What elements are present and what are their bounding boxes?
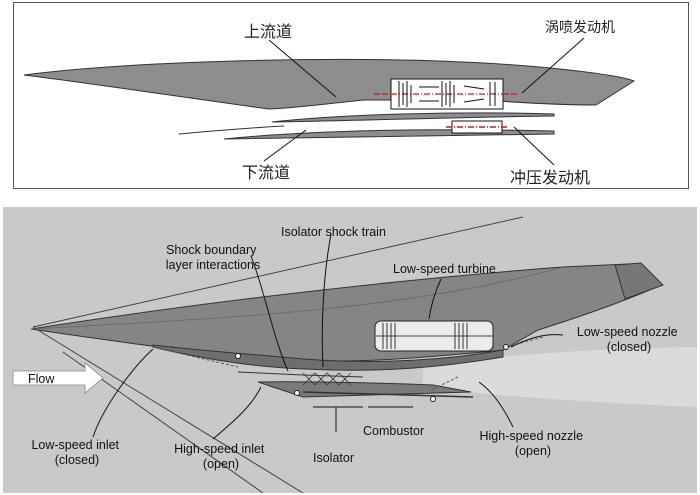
combustor-label: Combustor: [363, 424, 424, 438]
isolator-shock-train: [302, 372, 352, 386]
lower-diagram: Flow Shock boundary layer interactions I…: [12, 216, 697, 493]
high-speed-nozzle-label: High-speed nozzle (open): [479, 429, 586, 458]
upper-duct-label: 上流道: [244, 22, 292, 41]
flow-label: Flow: [28, 372, 55, 386]
upper-diagram-panel: 上流道 涡喷发动机 下流道 冲压发动机: [13, 2, 689, 189]
low-speed-turbine: [374, 320, 494, 352]
turbojet-engine: [374, 78, 519, 110]
low-speed-turbine-label: Low-speed turbine: [393, 262, 496, 276]
ramjet-label: 冲压发动机: [510, 168, 590, 187]
isolator-label: Isolator: [313, 451, 354, 465]
tail-fin: [614, 262, 664, 300]
lower-duct-body: [223, 129, 555, 140]
flow-arrow: [12, 362, 104, 394]
low-speed-inlet-label: Low-speed inlet (closed): [31, 438, 122, 467]
vehicle-body: [30, 263, 663, 362]
shock-bl-label: Shock boundary layer interactions: [166, 243, 261, 272]
low-speed-nozzle-label: Low-speed nozzle (closed): [577, 325, 681, 354]
lower-duct-label: 下流道: [242, 163, 290, 182]
high-speed-inlet-label: High-speed inlet (open): [174, 442, 268, 471]
splitter-plate: [271, 112, 555, 123]
lower-diagram-panel: Flow Shock boundary layer interactions I…: [3, 207, 697, 493]
scramjet-duct: [257, 381, 472, 398]
underside-cowl: [152, 344, 504, 371]
turbojet-label: 涡喷发动机: [545, 20, 615, 36]
upper-duct-body: [23, 58, 636, 110]
isolator-shock-train-label: Isolator shock train: [281, 225, 386, 239]
ramjet-engine: [446, 120, 509, 134]
upper-diagram: 上流道 涡喷发动机 下流道 冲压发动机: [23, 20, 636, 187]
